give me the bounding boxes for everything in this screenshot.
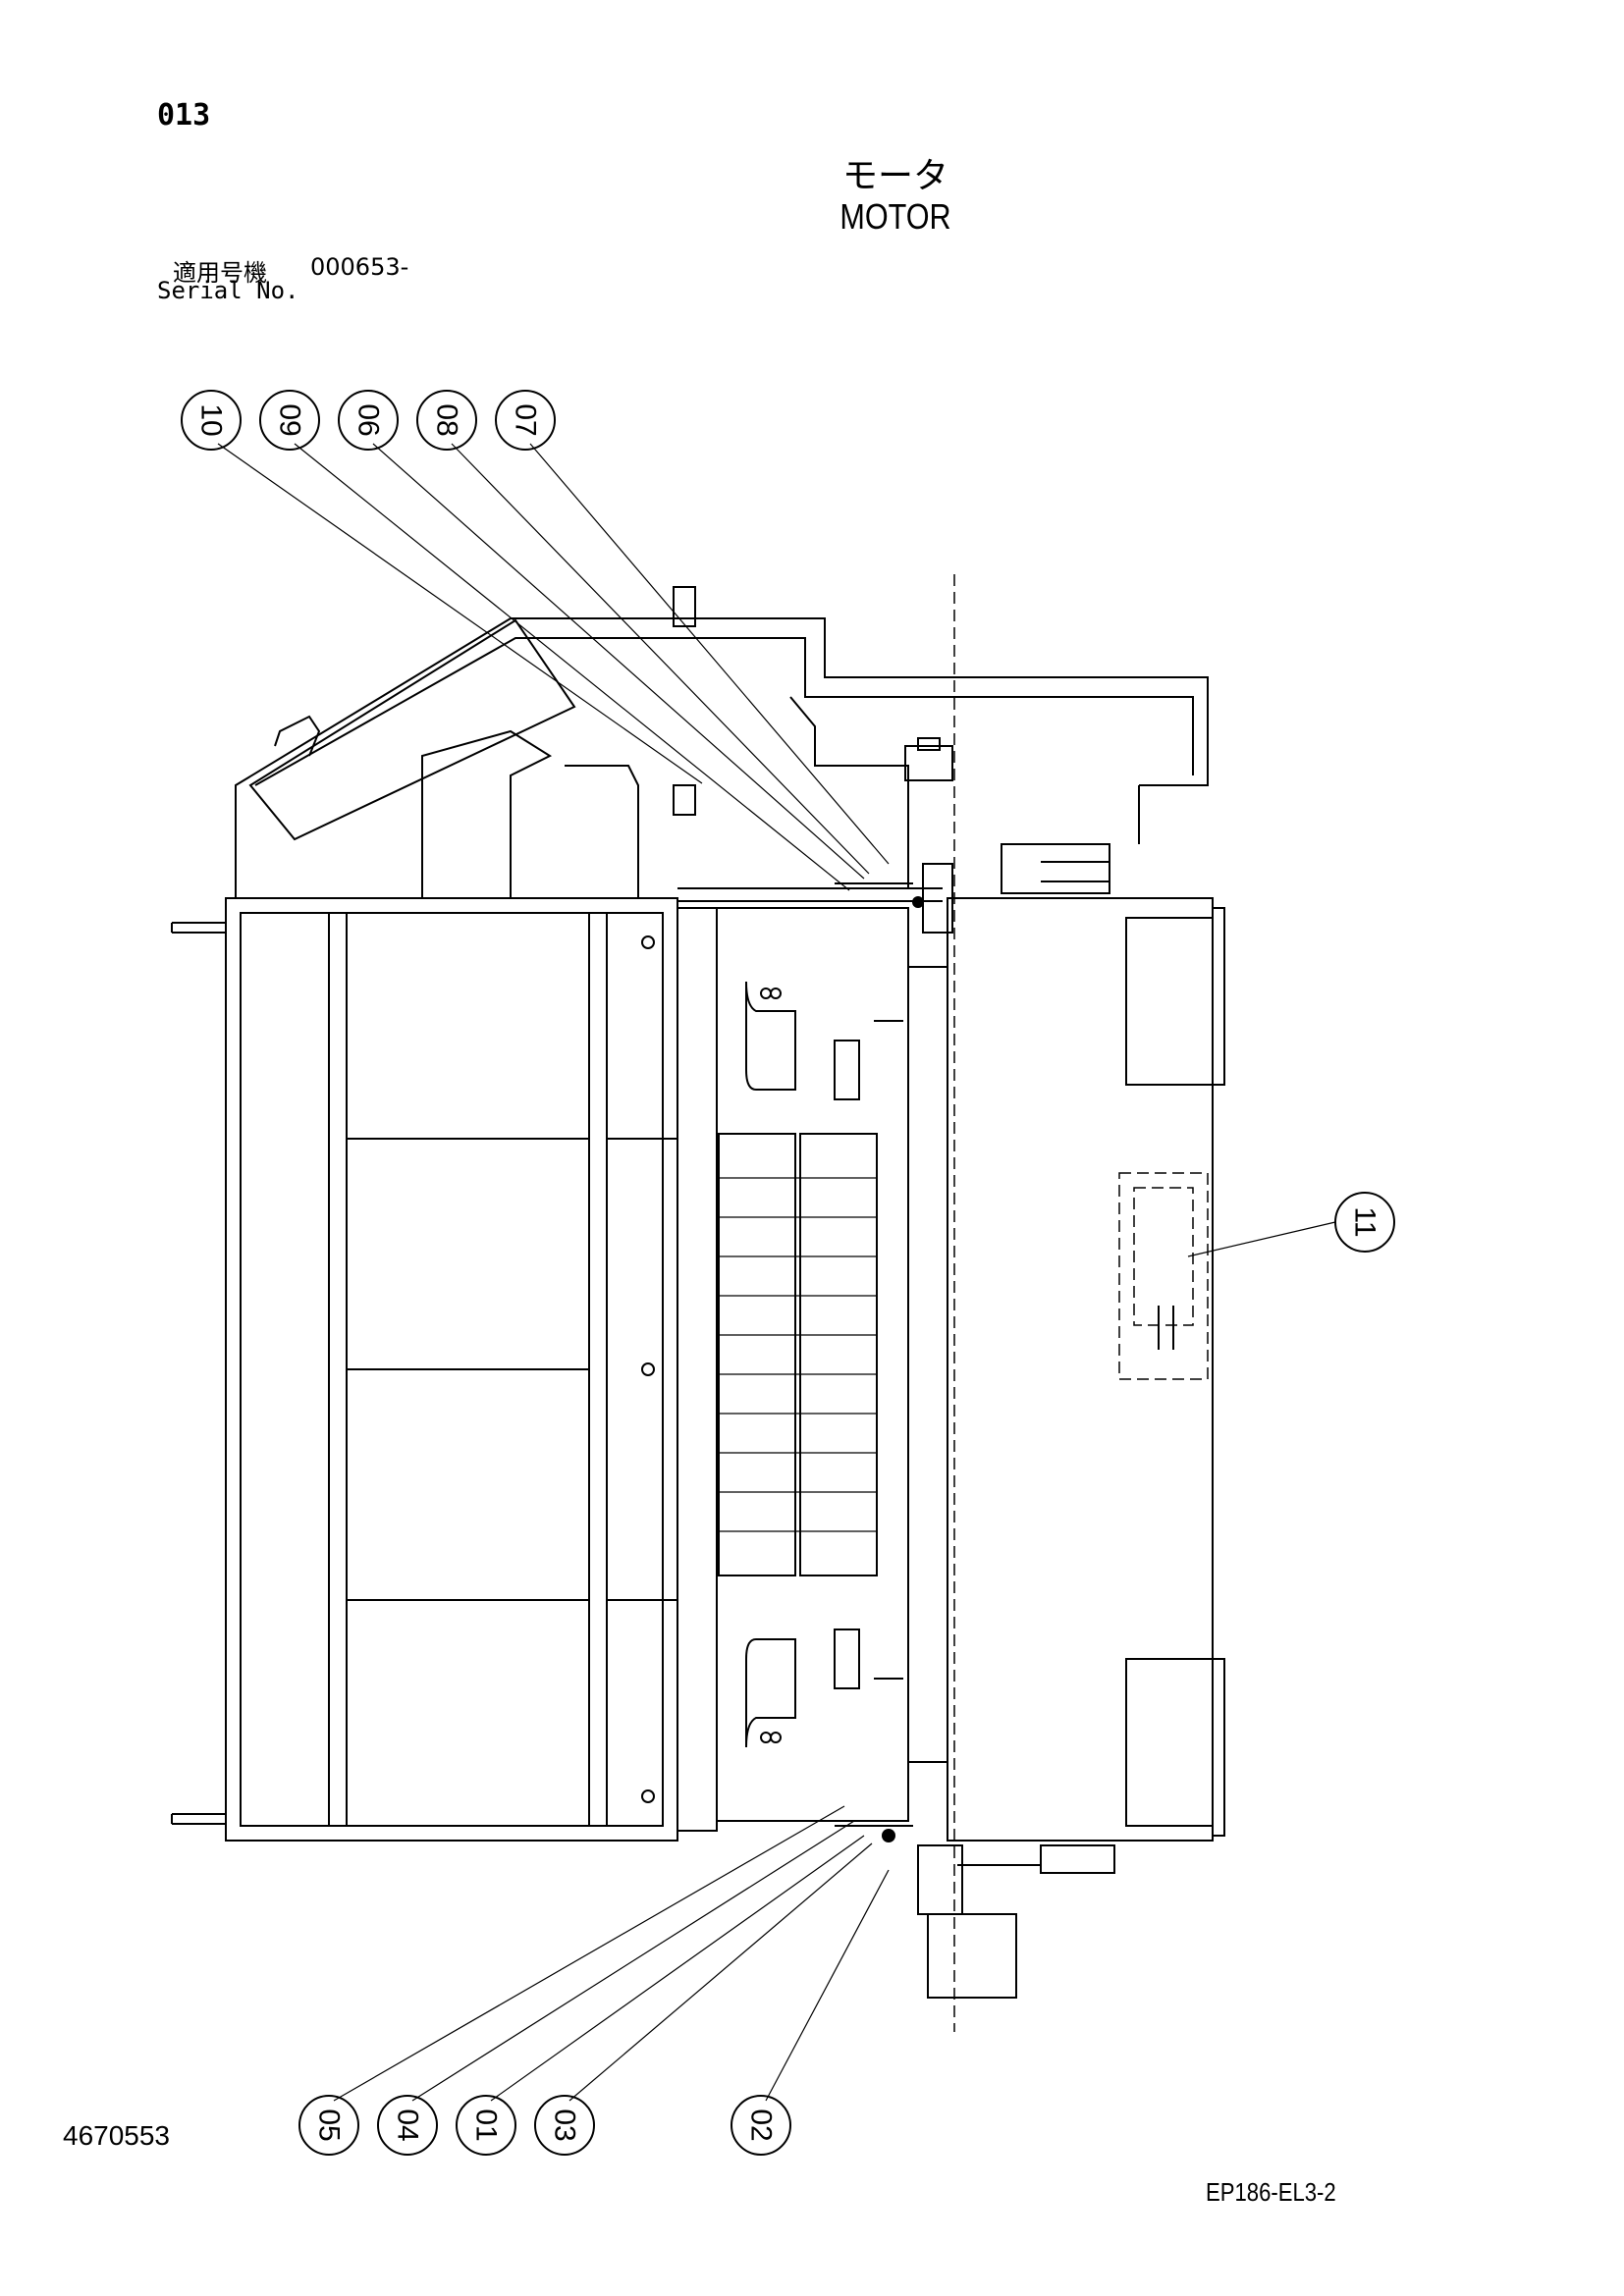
end-cover: [947, 861, 1225, 1874]
callout-01: 01: [456, 2095, 516, 2156]
svg-text:02: 02: [745, 2109, 778, 2141]
svg-text:05: 05: [313, 2109, 346, 2141]
svg-text:01: 01: [470, 2109, 503, 2141]
callout-05: 05: [298, 2095, 359, 2156]
page-number: 013: [157, 98, 211, 133]
svg-text:11: 11: [1349, 1206, 1381, 1237]
drawing-number: 4670553: [63, 2120, 171, 2151]
svg-text:06: 06: [352, 403, 385, 436]
sheet-code: EP186-EL3-2: [1206, 2177, 1336, 2207]
callout-10: 10: [181, 390, 242, 451]
svg-text:09: 09: [274, 403, 306, 436]
callout-09: 09: [259, 390, 320, 451]
callout-02: 02: [731, 2095, 791, 2156]
svg-text:08: 08: [431, 403, 463, 436]
terminal-box: [1118, 1172, 1209, 1380]
callout-06: 06: [338, 390, 399, 451]
motor-shaft: [835, 863, 1017, 1999]
title-english: MOTOR: [839, 196, 951, 237]
callout-04: 04: [377, 2095, 438, 2156]
svg-text:03: 03: [549, 2109, 581, 2141]
callout-03: 03: [534, 2095, 595, 2156]
serial-label-japanese: 適用号機: [173, 259, 267, 287]
callout-08: 08: [416, 390, 477, 451]
motor-frame: [171, 887, 943, 1842]
serial-number-value: 000653-: [310, 253, 409, 281]
title-japanese: モータ: [841, 156, 948, 196]
fan-cowl: [235, 586, 1209, 898]
callout-07: 07: [495, 390, 556, 451]
leader-lines: [217, 443, 1336, 2102]
stator-core: [716, 907, 909, 1822]
serial-label-english: Serial No.: [157, 277, 299, 304]
svg-text:07: 07: [510, 403, 542, 436]
callout-11: 11: [1334, 1192, 1395, 1253]
svg-text:10: 10: [195, 403, 228, 436]
svg-text:04: 04: [392, 2109, 424, 2141]
